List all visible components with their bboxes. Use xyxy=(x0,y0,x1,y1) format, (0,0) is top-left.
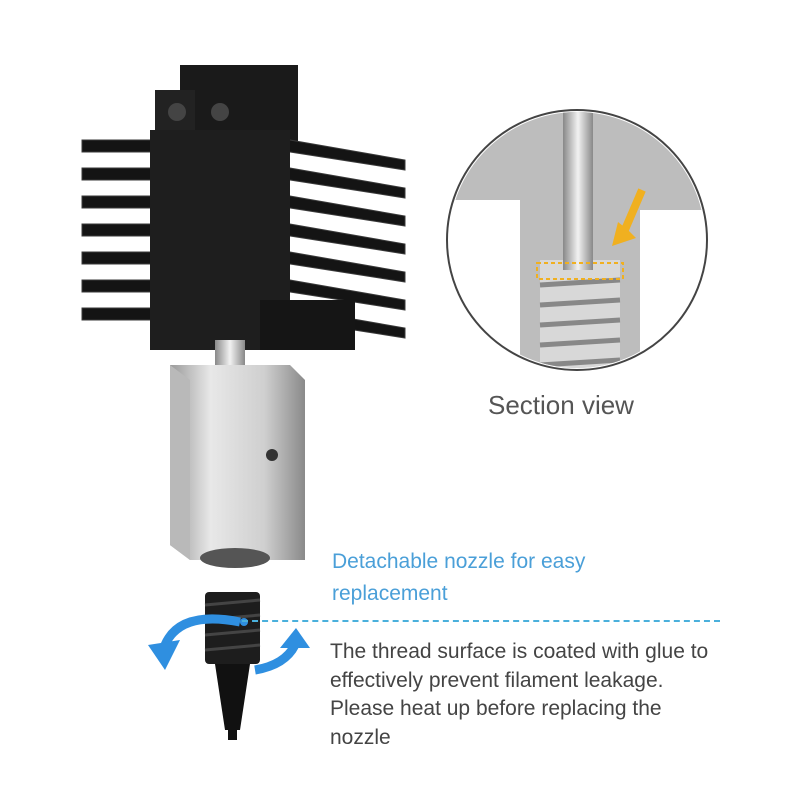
heatsink xyxy=(81,65,406,350)
nozzle xyxy=(204,592,261,740)
feature-title: Detachable nozzle for easy replacement xyxy=(332,550,586,605)
rotate-arrows-icon xyxy=(160,614,300,675)
heater-block xyxy=(170,340,305,568)
section-view-label: Section view xyxy=(488,390,634,420)
section-view-circle xyxy=(446,109,708,371)
feature-description: The thread surface is coated with glue t… xyxy=(330,640,709,749)
dashed-divider xyxy=(242,620,720,622)
